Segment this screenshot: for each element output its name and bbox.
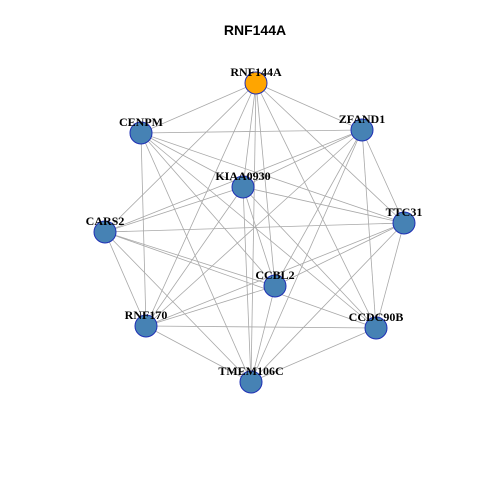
- node-rnf170[interactable]: [134, 314, 158, 338]
- edge-rnf144a-ttc31: [255, 82, 405, 224]
- edge-cenpm-kiaa0930: [140, 132, 244, 188]
- edge-ccbl2-rnf170: [145, 285, 276, 327]
- edge-rnf144a-cars2: [104, 82, 257, 233]
- edge-kiaa0930-rnf170: [145, 186, 244, 327]
- edge-rnf144a-kiaa0930: [242, 82, 257, 188]
- edge-rnf144a-rnf170: [145, 82, 257, 327]
- edge-ttc31-ccdc90b: [375, 222, 405, 329]
- edge-rnf144a-ccdc90b: [255, 82, 377, 329]
- node-label-cenpm: CENPM: [119, 115, 163, 129]
- edge-rnf170-tmem106c: [145, 325, 252, 383]
- edge-zfand1-tmem106c: [250, 129, 363, 383]
- node-cars2[interactable]: [93, 220, 117, 244]
- node-label-zfand1: ZFAND1: [339, 112, 385, 126]
- edge-zfand1-ccbl2: [274, 129, 363, 287]
- edge-ccbl2-tmem106c: [250, 285, 276, 383]
- edge-cars2-ccbl2: [104, 231, 276, 287]
- node-ttc31[interactable]: [392, 211, 416, 235]
- edge-kiaa0930-tmem106c: [242, 186, 252, 383]
- edge-cenpm-rnf170: [140, 132, 147, 327]
- edge-rnf144a-zfand1: [255, 82, 363, 131]
- edge-zfand1-ttc31: [361, 129, 405, 224]
- edge-cenpm-ttc31: [140, 132, 405, 224]
- node-label-kiaa0930: KIAA0930: [215, 169, 270, 183]
- edge-kiaa0930-cars2: [104, 186, 244, 233]
- node-label-rnf170: RNF170: [125, 308, 168, 322]
- edge-rnf170-ccdc90b: [145, 325, 377, 329]
- node-kiaa0930[interactable]: [231, 175, 255, 199]
- edge-ttc31-ccbl2: [274, 222, 405, 287]
- edge-ttc31-tmem106c: [250, 222, 405, 383]
- node-tmem106c[interactable]: [239, 370, 263, 394]
- edge-cenpm-tmem106c: [140, 132, 252, 383]
- edge-cenpm-ccbl2: [140, 132, 276, 287]
- node-cenpm[interactable]: [129, 121, 153, 145]
- edge-rnf144a-ccbl2: [255, 82, 276, 287]
- edge-zfand1-rnf170: [145, 129, 363, 327]
- edge-rnf144a-tmem106c: [250, 82, 257, 383]
- edge-kiaa0930-ttc31: [242, 186, 405, 224]
- edge-zfand1-ccdc90b: [361, 129, 377, 329]
- node-label-ccbl2: CCBL2: [255, 268, 294, 282]
- edge-cars2-rnf170: [104, 231, 147, 327]
- edge-cenpm-ccdc90b: [140, 132, 377, 329]
- node-label-rnf144a: RNF144A: [230, 65, 282, 79]
- edge-ttc31-cars2: [104, 222, 405, 233]
- edge-zfand1-kiaa0930: [242, 129, 363, 188]
- edge-kiaa0930-ccdc90b: [242, 186, 377, 329]
- edge-cars2-tmem106c: [104, 231, 252, 383]
- edge-cars2-ccdc90b: [104, 231, 377, 329]
- graph-title: RNF144A: [224, 22, 286, 38]
- node-label-cars2: CARS2: [86, 214, 125, 228]
- edge-zfand1-cenpm: [140, 129, 363, 134]
- node-label-ccdc90b: CCDC90B: [349, 310, 404, 324]
- label-layer: RNF144A ZFAND1 CENPM KIAA0930TTC31CARS2CCBL…: [86, 65, 423, 378]
- node-ccdc90b[interactable]: [364, 316, 388, 340]
- edge-ccdc90b-tmem106c: [250, 327, 377, 383]
- edge-kiaa0930-ccbl2: [242, 186, 276, 287]
- node-zfand1[interactable]: [350, 118, 374, 142]
- edge-rnf144a-cenpm: [140, 82, 257, 134]
- node-ccbl2[interactable]: [263, 274, 287, 298]
- node-rnf144a[interactable]: [244, 71, 268, 95]
- node-label-tmem106c: TMEM106C: [218, 364, 283, 378]
- node-label-ttc31: TTC31: [386, 205, 423, 219]
- node-layer: [93, 71, 416, 394]
